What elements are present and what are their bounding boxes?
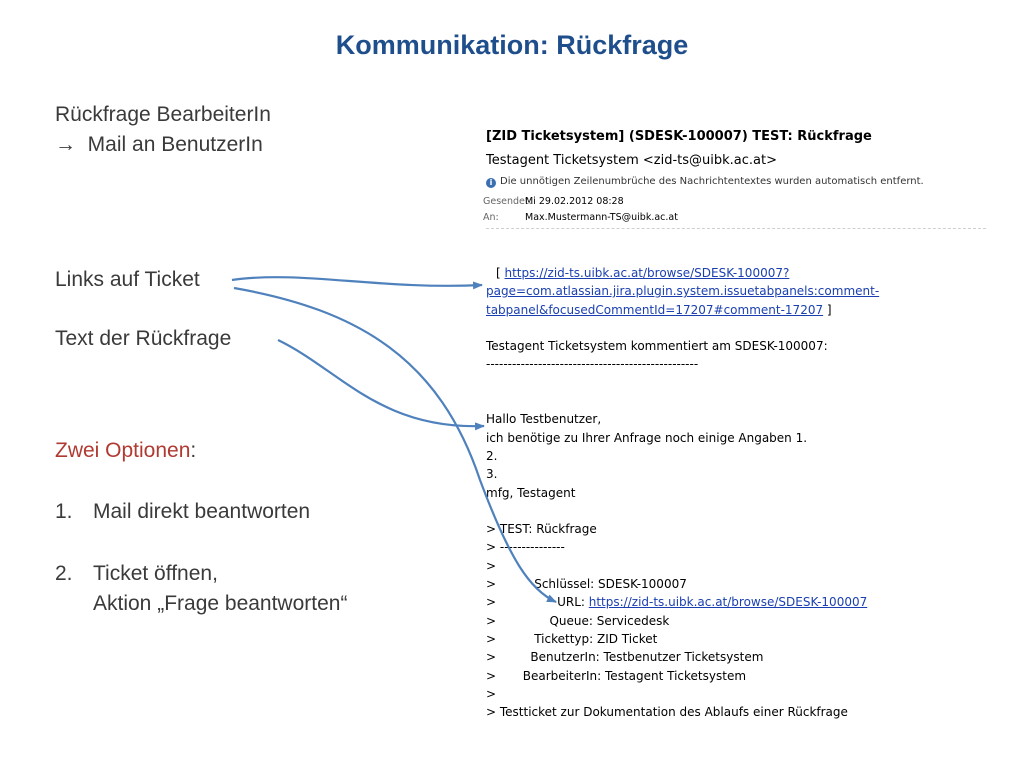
ticket-link-part-2[interactable]: page=com.atlassian.jira.plugin.system.is… [486, 284, 880, 299]
info-icon: i [486, 178, 496, 188]
email-link-line-3: tabpanel&focusedCommentId=17207#comment-… [486, 301, 996, 319]
option-1-number: 1. [55, 500, 73, 523]
quote-url-line: > URL: https://zid-ts.uibk.ac.at/browse/… [486, 593, 996, 611]
email-info-text: Die unnötigen Zeilenumbrüche des Nachric… [500, 176, 924, 187]
option-2-number: 2. [55, 562, 73, 585]
option-2: 2. Ticket öffnen, [55, 559, 218, 589]
quote-subject: > TEST: Rückfrage [486, 522, 597, 537]
link-open-bracket: [ [496, 266, 505, 280]
email-body-line-3: 3. [486, 467, 498, 482]
email-body: [ https://zid-ts.uibk.ac.at/browse/SDESK… [486, 264, 996, 721]
email-dashes-line: ----------------------------------------… [486, 357, 699, 372]
option-2-text-b: Aktion „Frage beantworten“ [93, 592, 348, 615]
arrow-text-to-body [277, 339, 485, 431]
quote-last-line: > Testticket zur Dokumentation des Ablau… [486, 705, 848, 720]
options-heading: Zwei Optionen [55, 439, 191, 462]
label-zwei-optionen: Zwei Optionen: [55, 436, 196, 466]
option-1-text: Mail direkt beantworten [93, 500, 311, 523]
email-header-divider [486, 228, 986, 229]
email-info-note: i Die unnötigen Zeilenumbrüche des Nachri… [486, 176, 924, 188]
email-subject: [ZID Ticketsystem] (SDESK-100007) TEST: … [486, 129, 872, 144]
email-link-line-1: [ https://zid-ts.uibk.ac.at/browse/SDESK… [496, 264, 996, 282]
arrow-right-icon: → [55, 133, 76, 156]
label-text-der-rueckfrage: Text der Rückfrage [55, 327, 232, 350]
left-line-rueckfrage: Rückfrage BearbeiterIn [55, 103, 271, 126]
email-to-value: Max.Mustermann-TS@uibk.ac.at [525, 212, 678, 223]
ticket-link-part-3[interactable]: tabpanel&focusedCommentId=17207#comment-… [486, 302, 824, 317]
quote-url-prefix: > URL: [486, 595, 589, 610]
email-sent-value: Mi 29.02.2012 08:28 [525, 196, 624, 207]
email-sent-label: Gesendet: [483, 196, 532, 207]
quote-queue: > Queue: Servicedesk [486, 613, 670, 628]
quote-ticket-type: > Tickettyp: ZID Ticket [486, 631, 658, 646]
arrow-links-to-url-quote [233, 286, 557, 603]
email-sender: Testagent Ticketsystem <zid-ts@uibk.ac.a… [486, 153, 777, 168]
email-commented-line: Testagent Ticketsystem kommentiert am SD… [486, 339, 828, 354]
email-body-line-1: ich benötige zu Ihrer Anfrage noch einig… [486, 430, 808, 445]
link-close-bracket: ] [823, 302, 832, 317]
email-link-line-2: page=com.atlassian.jira.plugin.system.is… [486, 282, 996, 300]
quote-user: > BenutzerIn: Testbenutzer Ticketsystem [486, 650, 764, 665]
left-line-mail-text: Mail an BenutzerIn [87, 133, 263, 156]
option-2-text-a: Ticket öffnen, [93, 562, 218, 585]
email-to-label: An: [483, 212, 499, 223]
option-1: 1. Mail direkt beantworten [55, 497, 310, 527]
quote-key: > Schlüssel: SDESK-100007 [486, 577, 687, 592]
slide-title: Kommunikation: Rückfrage [335, 30, 689, 60]
email-body-line-2: 2. [486, 448, 498, 463]
email-greeting: Hallo Testbenutzer, [486, 412, 602, 427]
arrow-links-to-url-top [231, 276, 483, 290]
quote-agent: > BearbeiterIn: Testagent Ticketsystem [486, 668, 747, 683]
email-sent-row: Gesendet:Mi 29.02.2012 08:28 [483, 196, 624, 207]
label-links-auf-ticket: Links auf Ticket [55, 268, 200, 291]
quote-url-link[interactable]: https://zid-ts.uibk.ac.at/browse/SDESK-1… [588, 595, 868, 610]
email-signature: mfg, Testagent [486, 485, 576, 500]
quote-empty-line: > [486, 558, 497, 573]
quote-dashes: > --------------- [486, 540, 565, 555]
options-colon: : [190, 439, 197, 462]
email-to-row: An: Max.Mustermann-TS@uibk.ac.at [483, 212, 678, 223]
ticket-link-part-1[interactable]: https://zid-ts.uibk.ac.at/browse/SDESK-1… [504, 266, 790, 280]
left-line-mail: → Mail an BenutzerIn [55, 130, 263, 160]
quote-empty-line-2: > [486, 686, 497, 701]
